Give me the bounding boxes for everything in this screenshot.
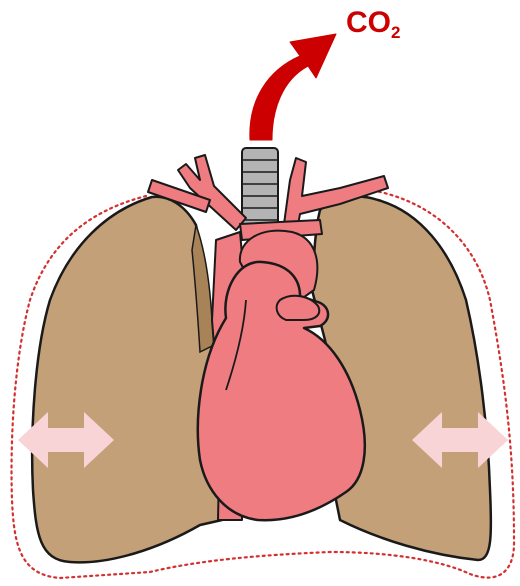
co2-label: CO2 <box>346 8 400 41</box>
co2-main: CO <box>346 6 391 39</box>
trachea <box>242 148 278 234</box>
co2-subscript: 2 <box>391 23 400 42</box>
exhale-arrow-icon <box>250 34 336 140</box>
